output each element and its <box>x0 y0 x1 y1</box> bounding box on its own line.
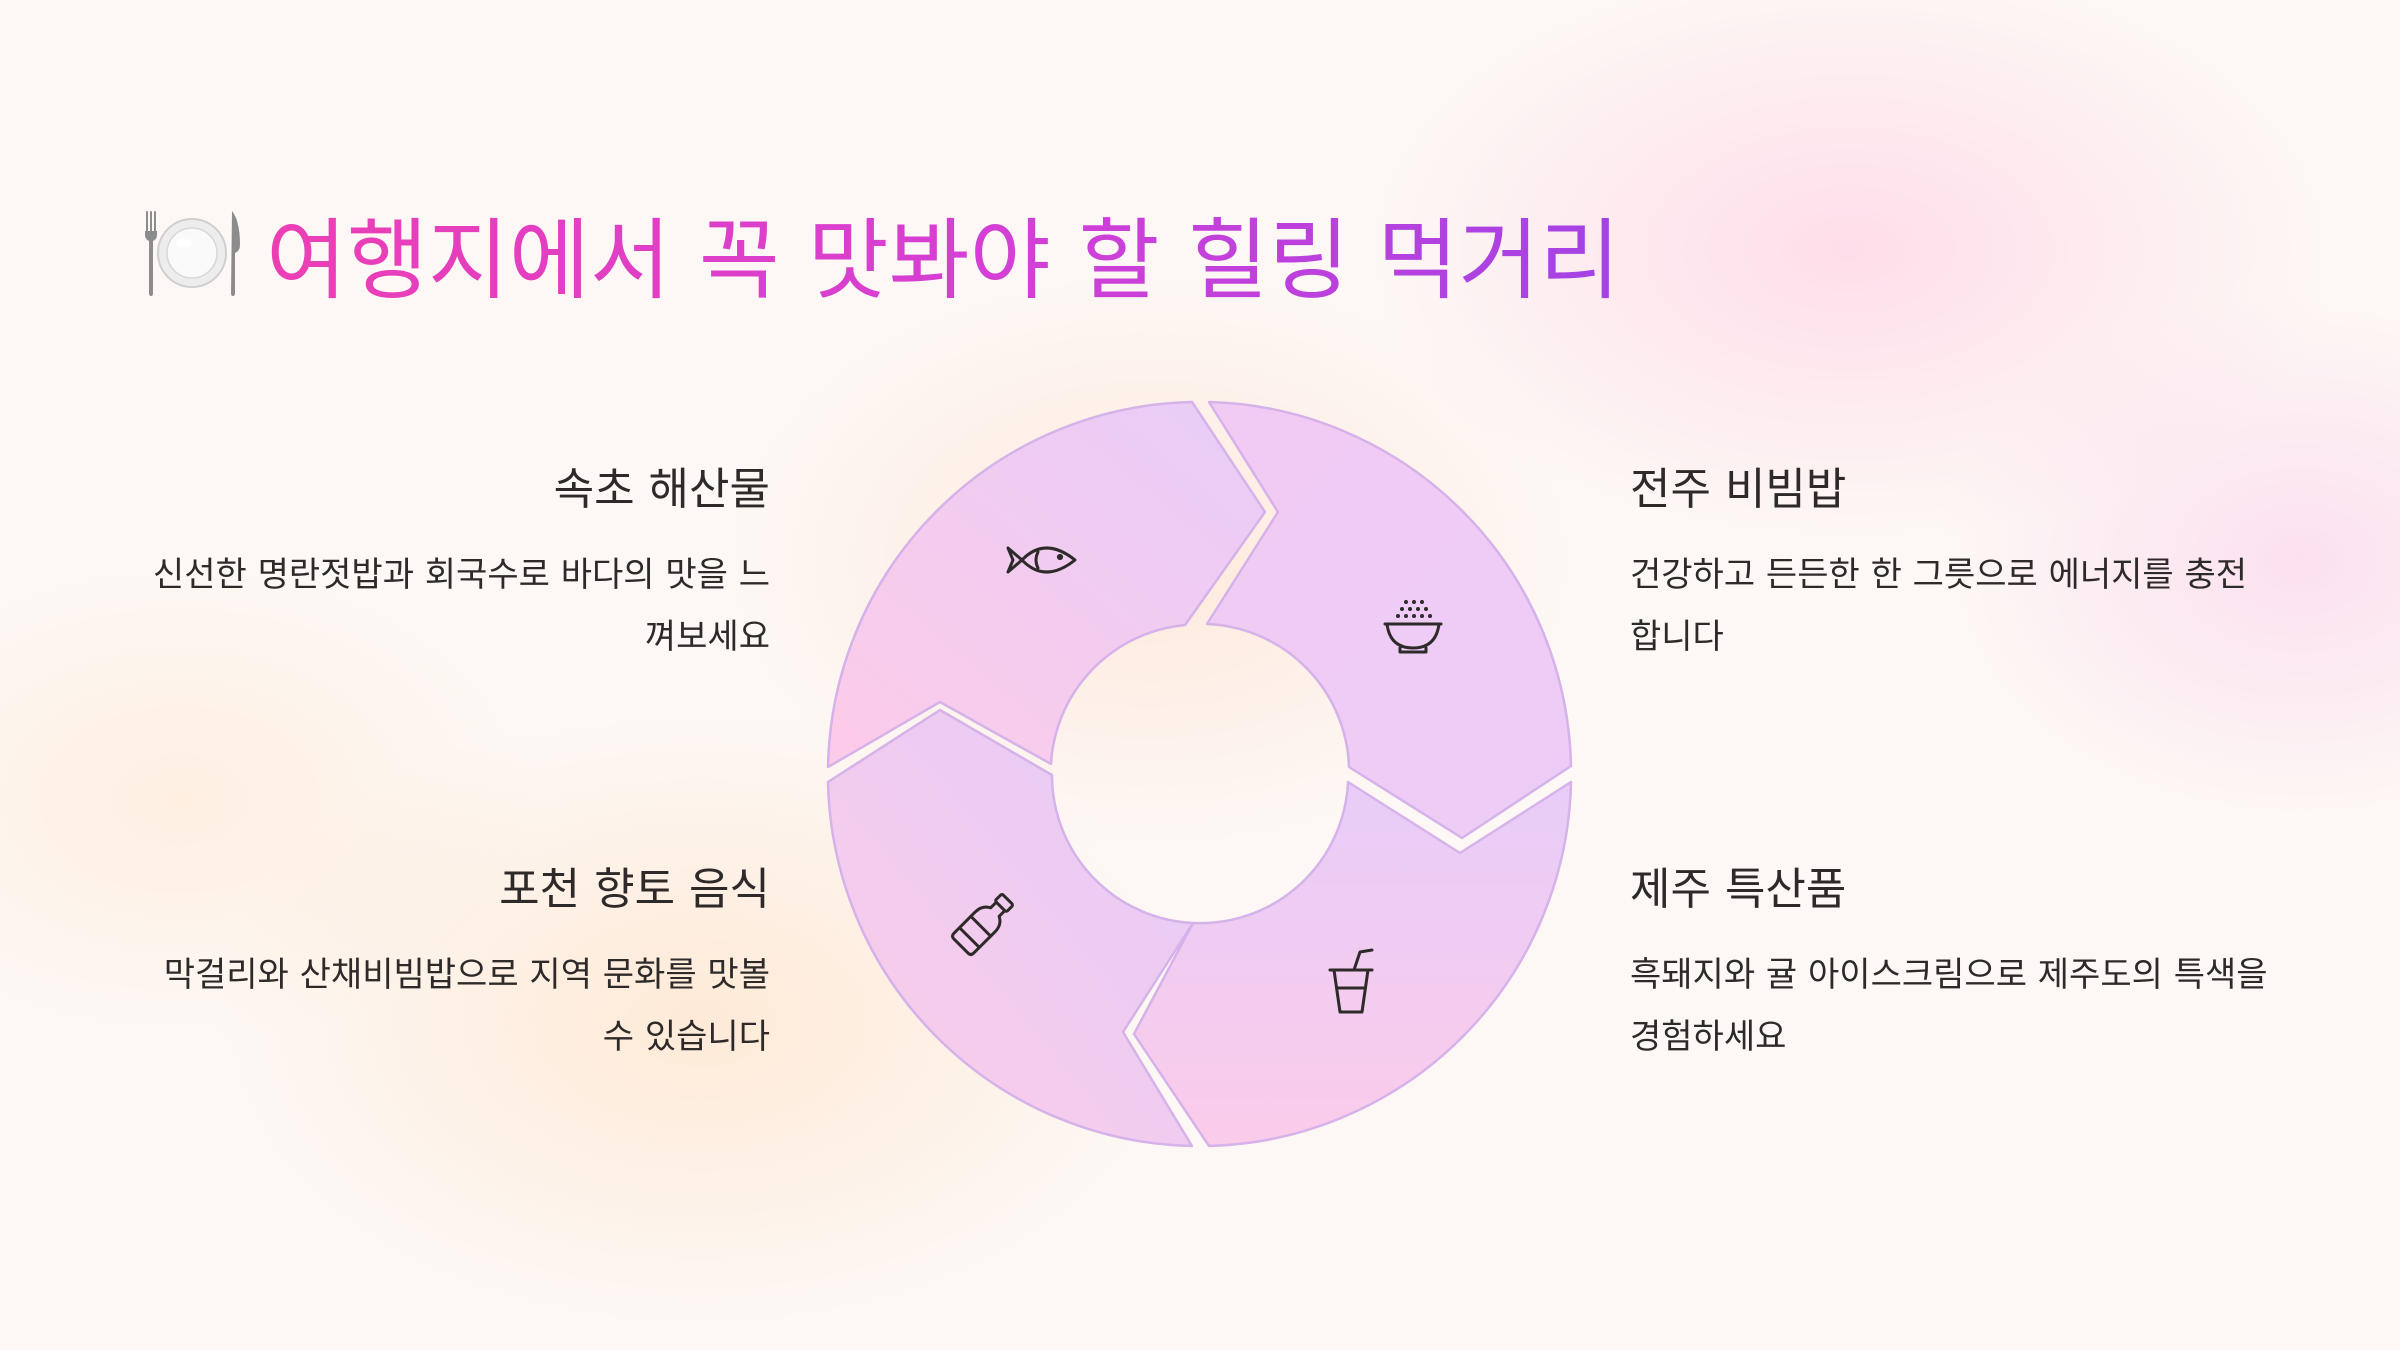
rice-bowl-icon <box>1383 600 1443 654</box>
segment-pocheon <box>826 708 1195 1148</box>
fork-knife-plate-icon <box>145 211 240 296</box>
card-description: 흑돼지와 귤 아이스크림으로 제주도의 특색을 경험하세요 <box>1630 955 2268 1057</box>
card-description: 건강하고 든든한 한 그릇으로 에너지를 충전합니다 <box>1630 555 2248 657</box>
segment-sokcho <box>826 400 1267 769</box>
card-pocheon: 포천 향토 음식 막걸리와 산채비빔밥으로 지역 문화를 맛볼 수 있습니다 <box>130 862 770 1068</box>
title-text: 여행지에서 꼭 맛봐야 할 힐링 먹거리 <box>266 190 1620 317</box>
card-title: 전주 비빔밥 <box>1630 464 1847 515</box>
card-title: 제주 특산품 <box>1630 864 1847 915</box>
drink-cup-icon <box>1328 948 1374 1014</box>
fish-icon <box>1006 546 1077 574</box>
card-sokcho: 속초 해산물 신선한 명란젓밥과 회국수로 바다의 맛을 느껴보세요 <box>130 462 770 668</box>
card-title: 속초 해산물 <box>553 464 770 515</box>
page-title: 여행지에서 꼭 맛봐야 할 힐링 먹거리 <box>140 198 1620 312</box>
card-title: 포천 향토 음식 <box>499 864 770 915</box>
segment-jeonju <box>1205 400 1573 840</box>
segment-jeju <box>1132 780 1573 1148</box>
card-jeonju: 전주 비빔밥 건강하고 든든한 한 그릇으로 에너지를 충전합니다 <box>1630 462 2270 668</box>
bottle-icon <box>950 893 1014 957</box>
card-description: 막걸리와 산채비빔밥으로 지역 문화를 맛볼 수 있습니다 <box>163 955 770 1057</box>
card-description: 신선한 명란젓밥과 회국수로 바다의 맛을 느껴보세요 <box>152 555 770 657</box>
card-jeju: 제주 특산품 흑돼지와 귤 아이스크림으로 제주도의 특색을 경험하세요 <box>1630 862 2270 1068</box>
